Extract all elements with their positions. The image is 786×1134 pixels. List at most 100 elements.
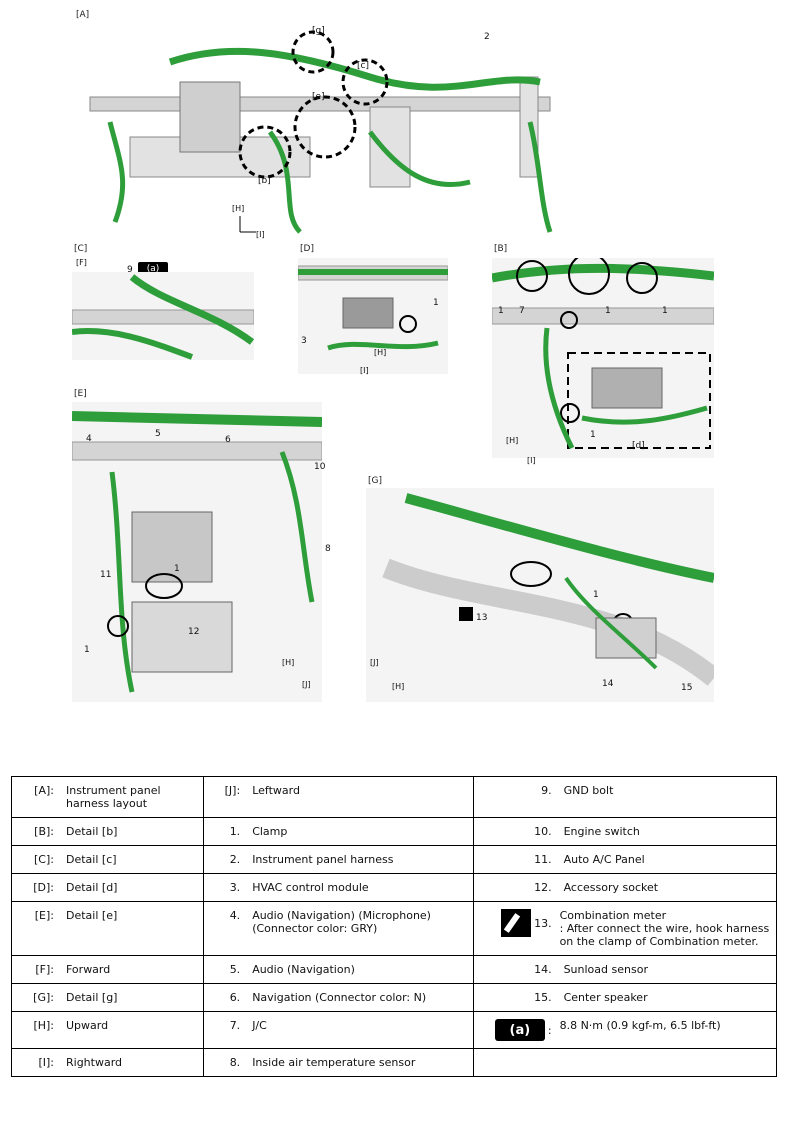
callout-11: 11 xyxy=(100,570,112,580)
callout-4: 4 xyxy=(86,434,92,444)
dir-h-e: [H] xyxy=(282,658,295,667)
callout-1-g: 1 xyxy=(593,590,599,600)
legend-code: 8. xyxy=(229,1056,241,1069)
panel-c-tag: [C] xyxy=(74,244,88,254)
mark-e: [e] xyxy=(312,92,325,102)
mark-b: [b] xyxy=(258,176,271,186)
panel-b-tag: [B] xyxy=(494,244,508,254)
callout-12: 12 xyxy=(188,627,200,637)
legend-code: [I]: xyxy=(38,1056,54,1069)
detail-circle-b xyxy=(238,125,292,179)
left-branch xyxy=(107,121,126,223)
legend-code: 4. xyxy=(229,909,241,922)
legend-code: [C]: xyxy=(34,853,54,866)
legend-text: Detail [e] xyxy=(66,909,118,922)
legend-code: 14. xyxy=(534,963,552,976)
callout-1-e1: 1 xyxy=(174,564,180,574)
dir-h-d: [H] xyxy=(374,348,387,357)
legend-code: [H]: xyxy=(33,1019,54,1032)
detail-circle-e xyxy=(293,95,357,159)
callout-10: 10 xyxy=(314,462,326,472)
legend-code: [E]: xyxy=(34,909,54,922)
dir-h-a: [H] xyxy=(232,204,245,213)
detail-circle-c xyxy=(341,58,389,106)
legend-text: Audio (Navigation) (Microphone) (Connect… xyxy=(252,909,431,935)
callout-2: 2 xyxy=(484,32,490,42)
legend-code: 10. xyxy=(534,825,552,838)
panel-e-tag: [E] xyxy=(74,389,87,399)
table-row: [H]:Upward 7.J/C (a): 8.8 N·m (0.9 kgf-m… xyxy=(10,1011,778,1049)
panel-g-image xyxy=(366,488,714,702)
callout-14: 14 xyxy=(602,679,614,689)
detail-circle-g xyxy=(291,30,335,74)
legend-code: [B]: xyxy=(34,825,54,838)
legend-text: J/C xyxy=(252,1019,267,1032)
legend-code: 11. xyxy=(534,853,552,866)
legend-code: 12. xyxy=(534,881,552,894)
mark-g: [g] xyxy=(312,26,325,36)
dir-h-g: [H] xyxy=(392,682,405,691)
callout-3: 3 xyxy=(301,336,307,346)
legend-text: GND bolt xyxy=(563,784,614,797)
panel-g-tag: [G] xyxy=(368,476,382,486)
wrench-icon xyxy=(501,909,532,937)
torque-icon: (a) xyxy=(494,1019,545,1041)
legend-code: 13. xyxy=(534,916,552,930)
legend-text: Instrument panel harness xyxy=(252,853,394,866)
right-branch xyxy=(368,130,471,188)
table-row: [D]:Detail [d] 3.HVAC control module 12.… xyxy=(10,873,778,902)
steering-column xyxy=(179,81,241,153)
table-row: [F]:Forward 5.Audio (Navigation) 14.Sunl… xyxy=(10,955,778,984)
dir-i-a: [I] xyxy=(256,230,265,239)
callout-15: 15 xyxy=(681,683,693,693)
legend-text: Rightward xyxy=(66,1056,123,1069)
dir-i-b: [I] xyxy=(527,456,536,465)
legend-code: [D]: xyxy=(33,881,54,894)
legend-code: 2. xyxy=(229,853,241,866)
legend-text: Detail [c] xyxy=(66,853,117,866)
legend-code: 6. xyxy=(229,991,241,1004)
wrench-icon-g xyxy=(459,607,473,621)
legend-text: Leftward xyxy=(252,784,300,797)
legend-text: Combination meter xyxy=(559,909,667,922)
table-row: [E]: Detail [e] 4. Audio (Navigation) (Mic… xyxy=(10,901,778,956)
callout-5: 5 xyxy=(155,429,161,439)
center-branch xyxy=(267,130,302,234)
callout-9: 9 xyxy=(127,265,133,275)
callout-6: 6 xyxy=(225,435,231,445)
dir-i-d: [I] xyxy=(360,366,369,375)
center-brace xyxy=(369,106,411,188)
legend-text: Audio (Navigation) xyxy=(252,963,355,976)
legend-text: Engine switch xyxy=(563,825,640,838)
dir-h-b: [H] xyxy=(506,436,519,445)
legend-code: [G]: xyxy=(33,991,54,1004)
legend-text: Instrument panel harness layout xyxy=(66,784,161,810)
legend-table: [A]:Instrument panel harness layout [J]:… xyxy=(10,776,778,1077)
callout-1-e2: 1 xyxy=(84,645,90,655)
legend-text: Detail [g] xyxy=(66,991,118,1004)
callout-1-d: 1 xyxy=(433,298,439,308)
legend-code: 1. xyxy=(229,825,241,838)
legend-code: 15. xyxy=(534,991,552,1004)
legend-text: Center speaker xyxy=(563,991,648,1004)
panel-d-image xyxy=(298,258,448,374)
table-row: [I]:Rightward 8.Inside air temperature s… xyxy=(10,1048,778,1077)
harness-figure: [A] [g] [c] [e] [b] 2 [H] [I] [C] [F] [I… xyxy=(72,10,714,702)
panel-b-image xyxy=(492,258,714,458)
legend-text: Forward xyxy=(66,963,111,976)
legend-code: [J]: xyxy=(224,784,241,797)
panel-a-tag: [A] xyxy=(76,10,90,20)
panel-e-image xyxy=(72,402,322,702)
table-row: [C]: Detail [c] 2. Instrument panel harnes… xyxy=(10,845,778,874)
panel-a-drawing xyxy=(89,30,553,234)
legend-text: Clamp xyxy=(252,825,288,838)
callout-7: 7 xyxy=(519,306,525,316)
mark-d: [d] xyxy=(632,441,645,451)
main-harness xyxy=(168,47,541,91)
legend-text: 8.8 N·m (0.9 kgf-m, 6.5 lbf-ft) xyxy=(559,1019,721,1032)
dir-j-g: [J] xyxy=(370,658,379,667)
dir-f-c: [F] xyxy=(76,258,87,267)
callout-1-b4: 1 xyxy=(590,430,596,440)
panel-d-tag: [D] xyxy=(300,244,314,254)
legend-text: Navigation (Connector color: N) xyxy=(252,991,427,1004)
